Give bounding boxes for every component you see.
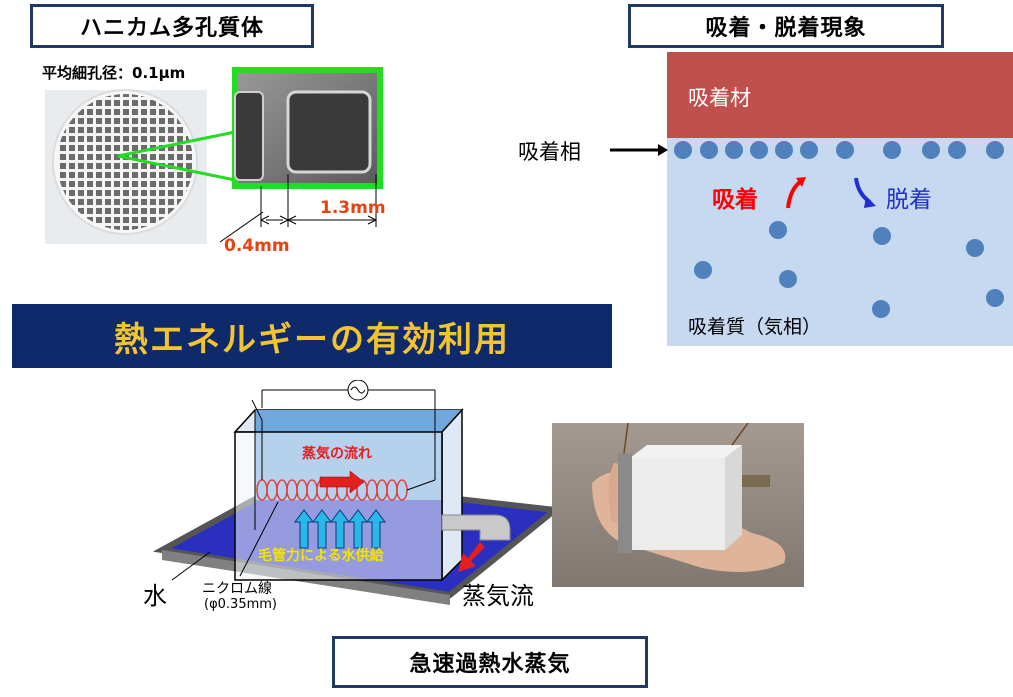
block-top	[630, 445, 742, 458]
gas-phase-label: 吸着質（気相）	[688, 316, 822, 338]
steam-out-arrow	[458, 542, 485, 572]
gas-phase-region	[667, 138, 1013, 346]
pore-size-label: 平均細孔径：0.1μm	[42, 64, 186, 82]
phase-arrowhead	[658, 144, 668, 156]
wire-left	[623, 423, 629, 454]
outlet-nozzle	[742, 475, 770, 487]
dimension-lines	[219, 174, 378, 243]
steam-out-label: 蒸気流	[462, 582, 534, 610]
steam-flow-label: 蒸気の流れ	[302, 446, 372, 462]
adsorption-title: 吸着・脱着現象	[628, 4, 944, 48]
honeycomb-disc-cells	[57, 94, 193, 230]
capillary-label: 毛管力による水供給	[258, 548, 384, 564]
capillary-arrows	[294, 509, 386, 549]
banner: 熱エネルギーの有効利用	[12, 304, 612, 368]
footer-title: 急速過熱水蒸気	[332, 636, 648, 688]
footer-title-text: 急速過熱水蒸気	[409, 652, 571, 677]
adsorb-label: 吸着	[712, 187, 758, 213]
gas-molecules	[694, 221, 1004, 318]
dimension-large-label: 1.3mm	[320, 198, 386, 218]
block-front	[630, 458, 725, 550]
steam-flow-arrow	[319, 470, 365, 494]
box-right-wall	[441, 408, 463, 582]
wire-right	[731, 423, 749, 446]
electric-circuit	[251, 380, 436, 491]
box-front	[234, 431, 443, 581]
block-end-plate	[618, 453, 632, 553]
outlet-pipe	[441, 514, 511, 541]
water-label: 水	[143, 582, 167, 610]
sem-pore-right	[286, 90, 372, 174]
adsorbed-molecules	[674, 141, 1004, 159]
block-side	[725, 445, 742, 550]
honeycomb-title-text: ハニカム多孔質体	[79, 16, 264, 41]
nichrome-spec-label: (φ0.35mm)	[204, 597, 277, 612]
device-photo	[552, 423, 804, 587]
adsorb-arrow-icon	[786, 180, 802, 209]
dimension-small-label: 0.4mm	[224, 236, 290, 256]
sem-pore-left	[234, 91, 264, 181]
honeycomb-figure	[45, 67, 383, 244]
honeycomb-title: ハニカム多孔質体	[30, 4, 314, 48]
water-pointer	[171, 551, 211, 581]
adsorbent-layer	[667, 52, 1013, 138]
adsorbent-label: 吸着材	[688, 86, 751, 110]
adsorption-figure	[610, 141, 1004, 318]
nichrome-label: ニクロム線	[202, 581, 272, 597]
desorb-label: 脱着	[886, 187, 932, 213]
banner-text: 熱エネルギーの有効利用	[114, 319, 510, 360]
nichrome-pointer	[239, 501, 279, 577]
steam-generator-schematic	[152, 380, 560, 605]
adsorption-phase-label: 吸着相	[518, 140, 581, 164]
adsorption-title-text: 吸着・脱着現象	[705, 16, 867, 41]
